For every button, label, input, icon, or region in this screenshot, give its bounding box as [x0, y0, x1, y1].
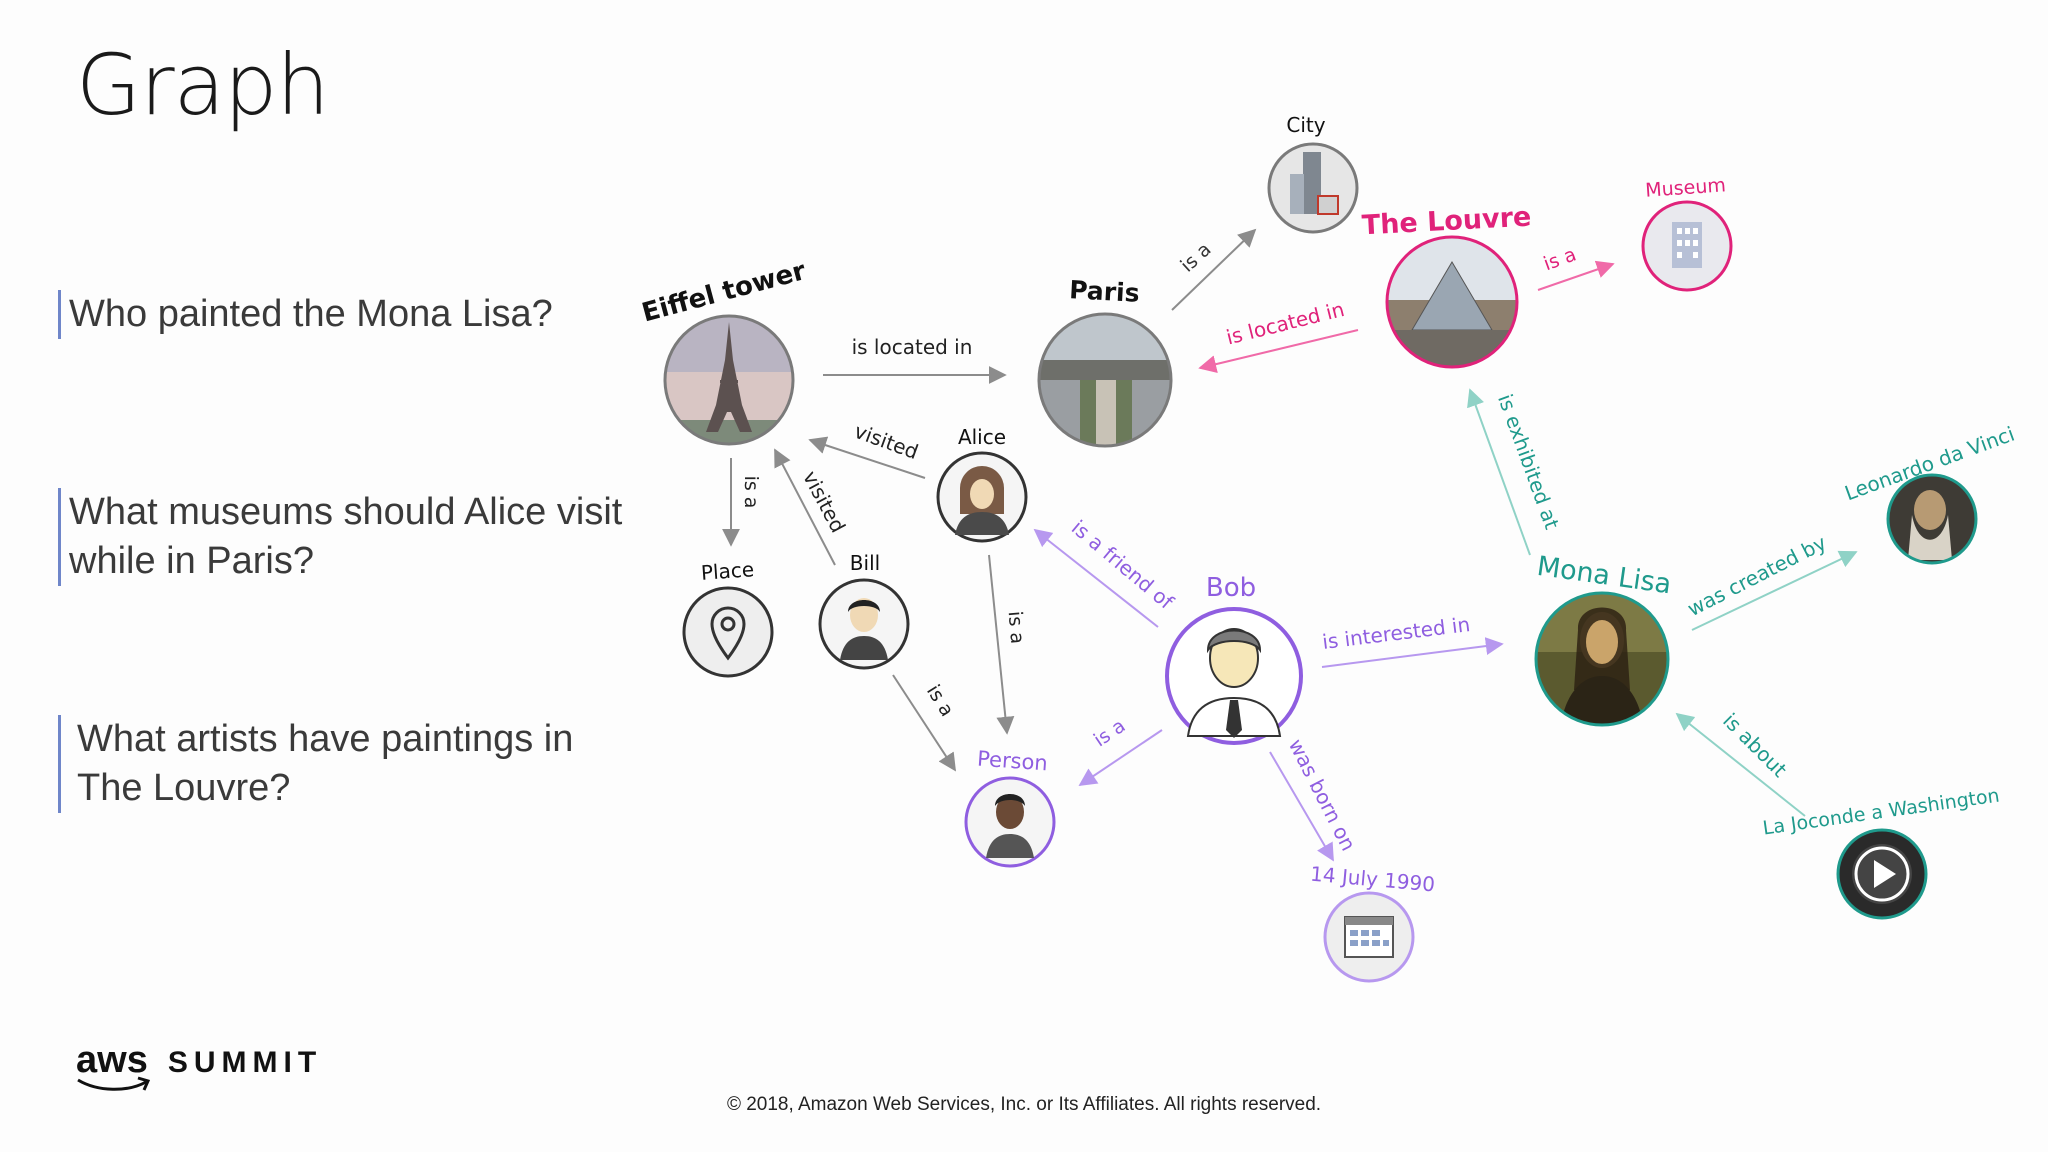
node-label-date: 14 July 1990 — [1309, 862, 1436, 897]
node-paris: Paris — [1037, 275, 1173, 448]
edge-louvre-museum — [1537, 260, 1615, 291]
play-button-ring — [1854, 846, 1910, 902]
question-louvre-artists: What artists have paintings in The Louvr… — [58, 715, 637, 813]
edge-bill-eiffel — [774, 448, 836, 566]
aws-wordmark: aws — [76, 1039, 151, 1091]
question-mona-lisa-painter: Who painted the Mona Lisa? — [58, 290, 629, 339]
node-person: Person — [964, 747, 1056, 868]
building-icon — [1290, 152, 1339, 215]
node-city: City — [1267, 113, 1359, 234]
node-date-14-july-1990: 14 July 1990 — [1309, 862, 1436, 983]
edge-label-bob-person: is a — [1090, 715, 1130, 752]
node-label-person: Person — [976, 747, 1048, 776]
node-label-city: City — [1286, 113, 1325, 137]
edge-label-eiffel-paris: is located in — [852, 335, 973, 359]
summit-wordmark: SUMMIT — [167, 1046, 323, 1079]
edge-joconde-mona — [1675, 712, 1806, 817]
edge-label-louvre-paris: is located in — [1224, 297, 1347, 350]
edge-paris-city — [1171, 228, 1257, 311]
edge-label-alice-person: is a — [1004, 610, 1029, 645]
node-bill: Bill — [818, 551, 910, 670]
edge-mona-louvre — [1467, 388, 1531, 556]
node-label-museum: Museum — [1645, 174, 1727, 202]
edge-label-bob-mona: is interested in — [1321, 612, 1471, 654]
edge-bill-person — [892, 674, 956, 772]
edge-label-mona-louvre: is exhibited at — [1493, 391, 1564, 533]
copyright-notice: © 2018, Amazon Web Services, Inc. or Its… — [726, 1094, 1322, 1115]
node-label-alice: Alice — [958, 425, 1006, 449]
edge-bob-mona — [1321, 637, 1504, 668]
edge-label-louvre-museum: is a — [1541, 243, 1579, 275]
play-icon[interactable] — [1874, 860, 1896, 888]
node-label-paris: Paris — [1069, 275, 1141, 308]
node-leonardo-da-vinci: Leonardo da Vinci — [1842, 422, 2018, 565]
question-alice-museums: What museums should Alice visit while in… — [58, 488, 629, 586]
node-alice: Alice — [936, 425, 1028, 543]
edge-label-bill-eiffel: visited — [798, 467, 850, 537]
woman-avatar-icon — [955, 466, 1009, 535]
edge-louvre-paris — [1198, 329, 1359, 373]
aws-summit-logo: aws SUMMIT — [76, 1039, 323, 1091]
aws-smile-icon — [77, 1076, 151, 1091]
node-eiffel-tower: Eiffel tower — [639, 256, 809, 446]
node-place: Place — [682, 557, 774, 678]
node-label-place: Place — [700, 557, 755, 585]
businessman-avatar-icon — [1186, 628, 1282, 738]
museum-building-icon — [1672, 222, 1702, 268]
man-avatar-icon — [840, 598, 888, 660]
edge-bob-alice — [1033, 528, 1159, 628]
edge-alice-eiffel — [808, 436, 926, 479]
slide-title: Graph — [76, 36, 330, 134]
edge-alice-person — [988, 554, 1015, 735]
node-label-bill: Bill — [850, 551, 880, 575]
node-the-louvre: The Louvre — [1361, 202, 1532, 369]
node-museum: Museum — [1641, 174, 1733, 292]
edge-bob-date — [1269, 751, 1334, 862]
node-label-bob: Bob — [1206, 573, 1256, 603]
edge-label-joconde-mona: is about — [1718, 708, 1792, 782]
calendar-icon — [1344, 916, 1394, 958]
node-label-the-louvre: The Louvre — [1361, 202, 1532, 242]
node-bob: Bob — [1165, 573, 1303, 745]
edge-label-bill-person: is a — [922, 681, 958, 721]
aws-text: aws — [76, 1039, 148, 1081]
edge-label-paris-city: is a — [1176, 238, 1215, 276]
edge-label-eiffel-place: is a — [740, 476, 762, 509]
node-la-joconde-a-washington: La Joconde a Washington — [1761, 785, 2001, 920]
node-mona-lisa: Mona Lisa — [1534, 551, 1673, 727]
edge-bob-person — [1078, 729, 1163, 787]
edge-mona-leonardo — [1691, 550, 1858, 631]
person-avatar-icon — [986, 794, 1034, 858]
map-pin-icon — [710, 606, 746, 661]
